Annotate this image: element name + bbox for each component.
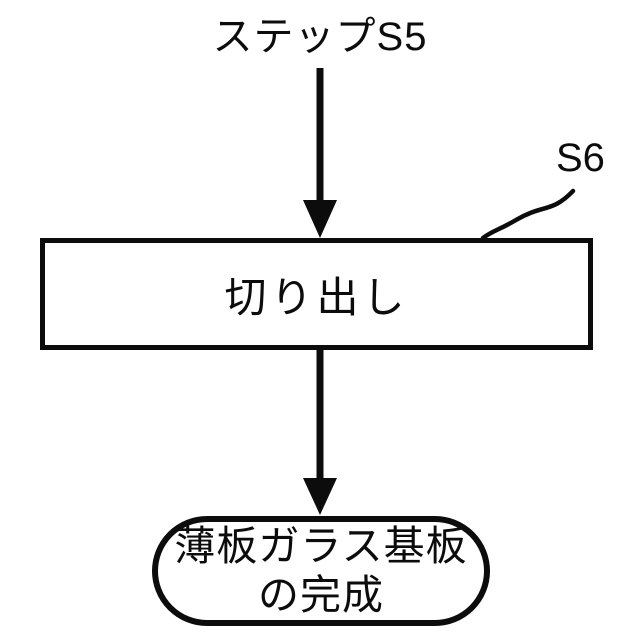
previous-step-label: ステップS5 <box>212 15 428 59</box>
process-box-cutting: 切り出し <box>40 238 593 350</box>
terminal-label-line1: 薄板ガラス基板 <box>174 523 468 569</box>
s6-leader-line <box>480 188 576 241</box>
arrow-down-icon <box>303 350 337 515</box>
step-ref-label: S6 <box>556 136 605 180</box>
arrow-down-icon <box>303 68 337 238</box>
terminal-label-line2: の完成 <box>258 572 384 618</box>
terminal-node-completion: 薄板ガラス基板 の完成 <box>152 516 490 626</box>
process-box-label: 切り出し <box>224 273 409 321</box>
